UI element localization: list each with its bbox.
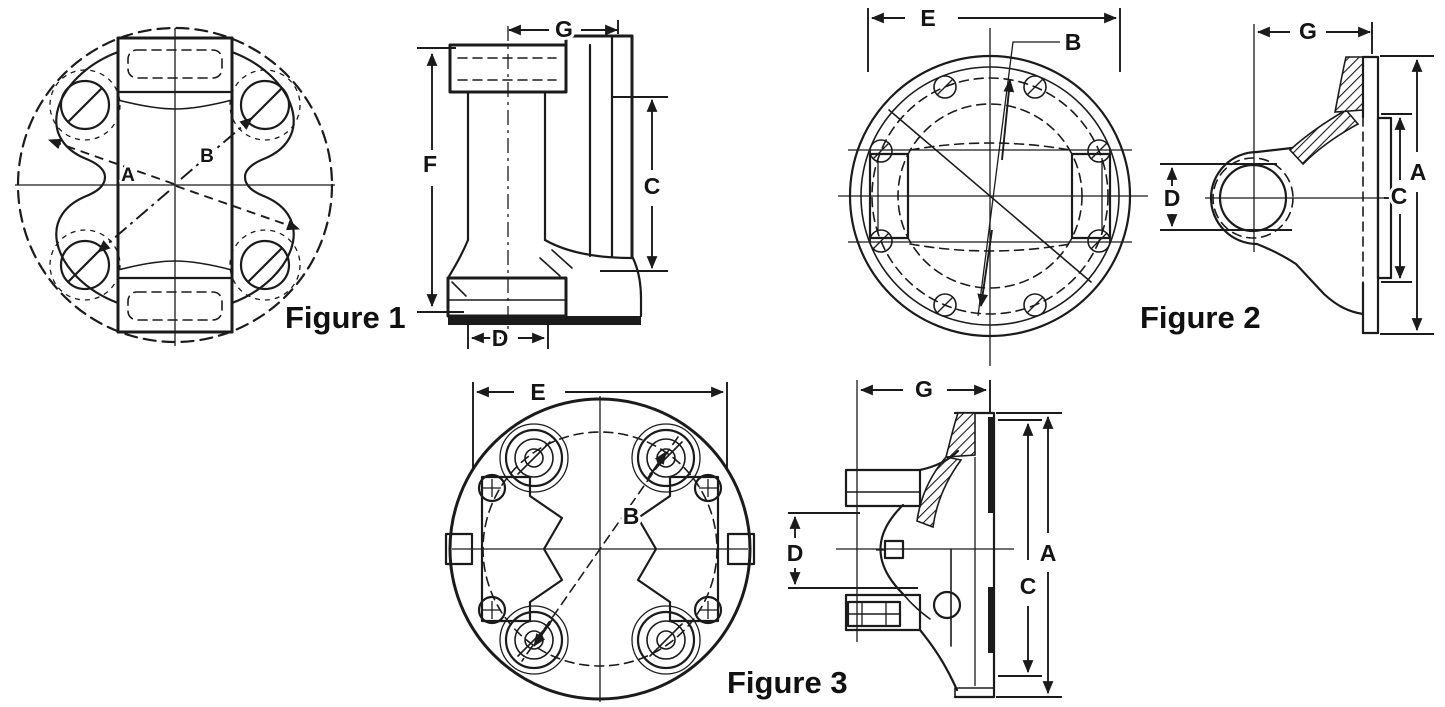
- fig3-dim-b-label: B: [623, 503, 640, 529]
- figure2-caption: Figure 2: [1140, 300, 1261, 335]
- fig2-bolt-holes: [869, 75, 1111, 317]
- fig1-dim-f-label: F: [423, 151, 437, 177]
- fig2-dim-e-label: E: [920, 5, 935, 31]
- fig3-dim-d: D: [784, 512, 918, 589]
- fig3-dim-e-label: E: [530, 379, 545, 405]
- fig3-dim-d-label: D: [787, 540, 804, 566]
- fig3-small-bolt-holes: [477, 473, 723, 625]
- fig3-dim-c-label: C: [1020, 573, 1037, 599]
- fig1-dim-d: D: [467, 320, 549, 354]
- figure1-caption: Figure 1: [285, 300, 406, 335]
- figure3-group: B E: [444, 373, 1062, 702]
- figure1-side-view: G F C D: [417, 13, 668, 354]
- figure3-caption: Figure 3: [727, 665, 848, 700]
- fig1-dim-f: F: [417, 47, 464, 313]
- fig1-bolt-holes: [49, 69, 301, 301]
- figure1-group: A B: [15, 13, 668, 354]
- fig1-dim-b: B: [97, 117, 253, 253]
- figure3-front-view: B E: [444, 376, 756, 702]
- fig2-dim-b-label: B: [1065, 29, 1082, 55]
- fig2-dim-a: A: [1380, 55, 1434, 335]
- fig3-dim-e: E: [472, 376, 728, 470]
- fig1-dim-a: A: [47, 138, 301, 231]
- fig2-dim-a-label: A: [1410, 159, 1427, 185]
- fig3-dim-g-label: G: [915, 376, 933, 402]
- fig1-dim-b-label: B: [200, 146, 214, 167]
- fig3-dim-a-label: A: [1040, 540, 1057, 566]
- fig3-dim-g: G: [859, 373, 991, 412]
- fig2-dim-c: C: [1381, 113, 1412, 283]
- fig2-dim-g-label: G: [1299, 18, 1317, 44]
- figure2-front-view: B E: [838, 2, 1148, 366]
- fig2-dim-b: B: [977, 26, 1084, 317]
- figure2-side-view: G A C D: [1160, 15, 1434, 335]
- fig2-dim-e: E: [867, 2, 1121, 72]
- fig3-dim-c: C: [998, 419, 1042, 677]
- fig1-dim-c-label: C: [644, 173, 661, 199]
- fig2-dim-d: D: [1160, 163, 1292, 231]
- fig1-dim-a-label: A: [121, 165, 135, 186]
- figure1-front-view: A B: [15, 26, 335, 346]
- fig3-dim-b: B: [521, 436, 679, 662]
- fig1-dim-g: G: [507, 13, 619, 45]
- fig2-dim-c-label: C: [1391, 183, 1408, 209]
- fig1-dim-d-label: D: [492, 325, 509, 351]
- fig2-dim-g: G: [1256, 15, 1373, 54]
- fig3-dim-a: A: [996, 412, 1062, 698]
- figure3-side-view: G D C A: [784, 373, 1062, 699]
- fig1-dim-c: C: [600, 96, 668, 272]
- fig1-dim-g-label: G: [555, 16, 573, 42]
- fig2-dim-d-label: D: [1164, 185, 1181, 211]
- figure2-group: B E: [838, 2, 1434, 366]
